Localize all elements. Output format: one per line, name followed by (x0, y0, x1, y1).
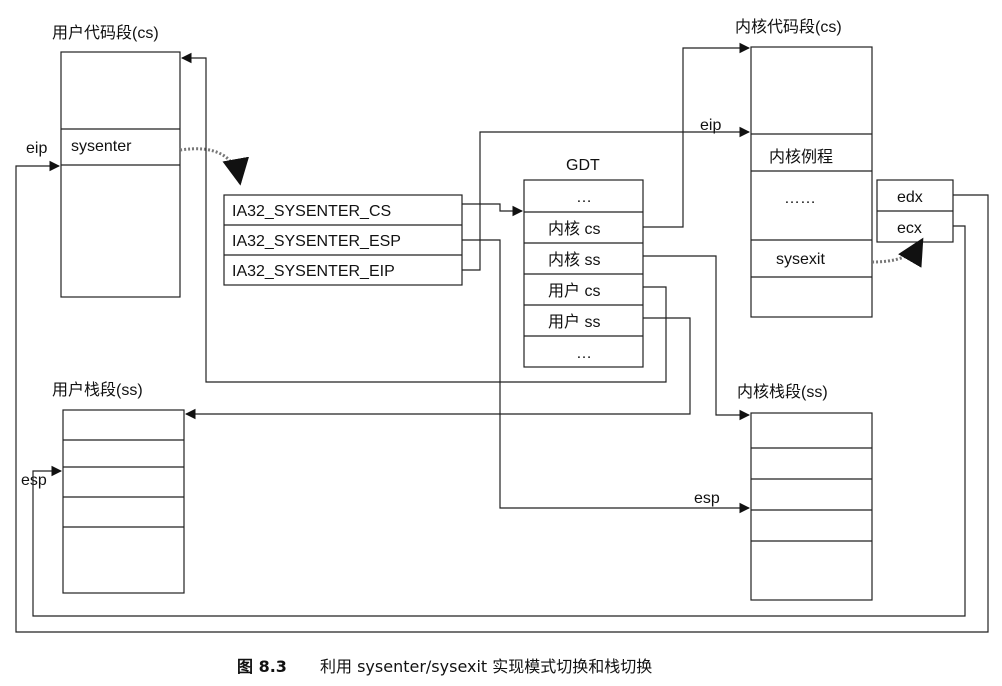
figure-caption-text: 利用 sysenter/sysexit 实现模式切换和栈切换 (320, 657, 652, 676)
user-eip-label: eip (26, 140, 47, 157)
msr-eip: IA32_SYSENTER_EIP (232, 263, 395, 280)
user-code-title: 用户代码段(cs) (52, 24, 159, 42)
figure-caption-number: 图 8.3 (237, 657, 287, 676)
ecx-reg: ecx (897, 220, 922, 237)
user-stack-box (62, 409, 185, 594)
user-esp-label: esp (21, 472, 47, 489)
kernel-ellipsis: …… (784, 190, 816, 207)
user-code-box (60, 51, 181, 298)
msr-cs: IA32_SYSENTER_CS (232, 203, 391, 220)
gdt-row-kernel-ss: 内核 ss (548, 251, 600, 269)
user-stack-title: 用户栈段(ss) (52, 381, 143, 399)
kernel-stack-box (750, 412, 873, 601)
gdt-row-5: … (576, 345, 592, 362)
gdt-row-kernel-cs: 内核 cs (548, 220, 600, 238)
gdt-row-user-cs: 用户 cs (548, 282, 600, 300)
gdt-row-user-ss: 用户 ss (548, 313, 600, 331)
gdt-title: GDT (566, 157, 600, 174)
msr-esp: IA32_SYSENTER_ESP (232, 233, 401, 250)
kernel-code-title: 内核代码段(cs) (735, 18, 842, 36)
kernel-eip-label: eip (700, 117, 721, 134)
kernel-code-box (750, 46, 873, 318)
sysenter-cell: sysenter (71, 138, 132, 155)
kernel-routine: 内核例程 (769, 148, 833, 166)
kernel-stack-title: 内核栈段(ss) (737, 383, 828, 401)
gdt-row-0: … (576, 189, 592, 206)
edx-reg: edx (897, 189, 923, 206)
kernel-esp-label: esp (694, 490, 720, 507)
sysexit-cell: sysexit (776, 251, 825, 268)
